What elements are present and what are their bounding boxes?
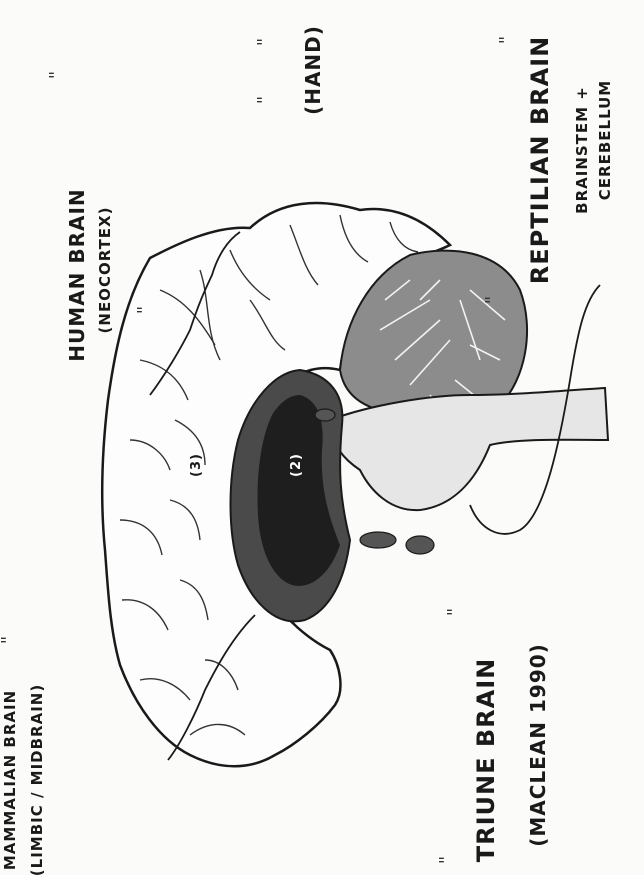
hand-label: (HAND) bbox=[301, 25, 325, 115]
limbic-number: (2) bbox=[289, 453, 304, 477]
reptilian-brain-label: REPTILIAN BRAIN bbox=[526, 36, 554, 284]
ditto-mark-7: " bbox=[444, 608, 465, 616]
ditto-mark-2: " bbox=[254, 38, 275, 46]
triune-title: TRIUNE BRAIN bbox=[472, 658, 500, 862]
limbic-midbrain-label: (LIMBIC / MIDBRAIN) bbox=[28, 684, 46, 875]
ditto-mark-8: " bbox=[436, 856, 457, 864]
neocortex-number: (3) bbox=[189, 453, 204, 477]
ditto-mark-5: " bbox=[482, 296, 503, 304]
ditto-mark-6: " bbox=[134, 306, 155, 314]
triune-citation: (MACLEAN 1990) bbox=[526, 643, 550, 847]
ditto-mark-9: " bbox=[0, 636, 19, 644]
ditto-mark-1: " bbox=[46, 71, 67, 79]
brainstem-label: BRAINSTEM + bbox=[573, 86, 591, 214]
mammalian-brain-label: MAMMALIAN BRAIN bbox=[1, 690, 19, 870]
ditto-mark-3: " bbox=[254, 96, 275, 104]
human-brain-label: HUMAN BRAIN bbox=[65, 188, 89, 361]
neocortex-label: (NEOCORTEX) bbox=[96, 207, 114, 334]
cerebellum-label: CEREBELLUM bbox=[596, 80, 614, 200]
ditto-mark-4: " bbox=[496, 36, 517, 44]
